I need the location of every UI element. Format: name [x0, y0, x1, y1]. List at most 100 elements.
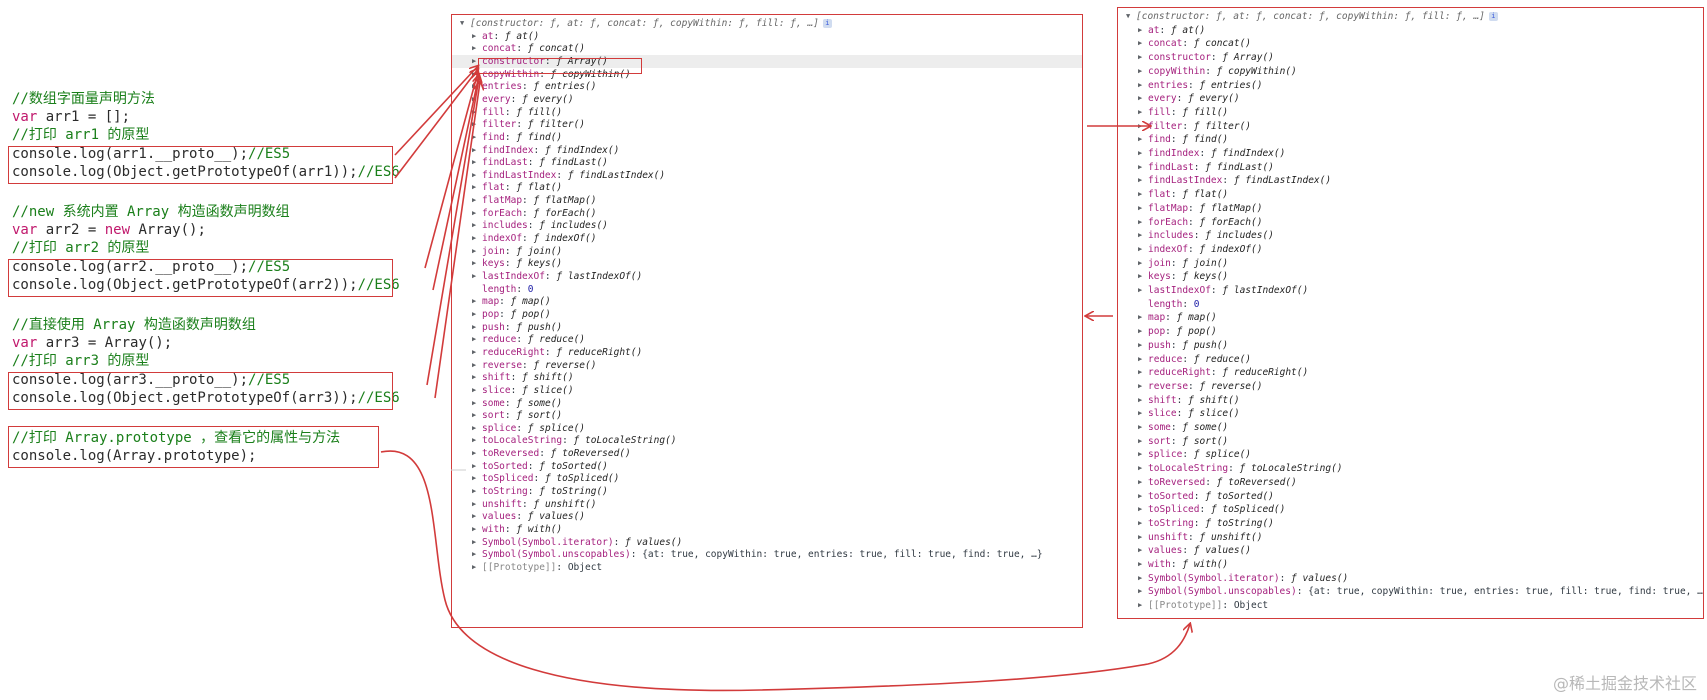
collapse-triangle-icon[interactable]: ▶ [1138, 66, 1143, 75]
collapse-triangle-icon[interactable]: ▶ [1138, 94, 1143, 103]
console-property-row[interactable]: ▶push: ƒ push() [472, 321, 563, 333]
collapse-triangle-icon[interactable]: ▶ [472, 550, 477, 559]
console-property-row[interactable]: ▶join: ƒ join() [472, 245, 563, 257]
collapse-triangle-icon[interactable]: ▶ [472, 525, 477, 533]
collapse-triangle-icon[interactable]: ▶ [1138, 135, 1143, 144]
console-property-row[interactable]: ▶reverse: ƒ reverse() [472, 359, 597, 371]
collapse-triangle-icon[interactable]: ▶ [1138, 532, 1143, 541]
collapse-triangle-icon[interactable]: ▶ [472, 436, 477, 445]
collapse-triangle-icon[interactable]: ▶ [472, 562, 477, 571]
console-property-row[interactable]: ▶join: ƒ join() [1138, 257, 1229, 269]
collapse-triangle-icon[interactable]: ▶ [1138, 423, 1143, 431]
collapse-triangle-icon[interactable]: ▶ [1138, 518, 1143, 527]
console-property-row[interactable]: ▶some: ƒ some() [472, 397, 563, 409]
collapse-triangle-icon[interactable]: ▶ [472, 297, 477, 306]
collapse-triangle-icon[interactable]: ▶ [472, 183, 477, 192]
console-property-row[interactable]: ▶Symbol(Symbol.unscopables): {at: true, … [472, 549, 1043, 561]
console-property-row[interactable]: ▶reverse: ƒ reverse() [1138, 380, 1263, 392]
console-property-row[interactable]: ▶constructor: ƒ Array() [1138, 52, 1274, 64]
console-property-row[interactable]: length: 0 [482, 283, 534, 295]
collapse-triangle-icon[interactable]: ▶ [1138, 327, 1143, 336]
collapse-triangle-icon[interactable]: ▶ [472, 322, 477, 331]
collapse-triangle-icon[interactable]: ▶ [1138, 313, 1143, 322]
collapse-triangle-icon[interactable]: ▶ [472, 449, 477, 458]
collapse-triangle-icon[interactable]: ▶ [1138, 25, 1143, 34]
console-property-row[interactable]: ▶findLast: ƒ findLast() [1138, 161, 1274, 173]
collapse-triangle-icon[interactable]: ▶ [472, 360, 477, 369]
collapse-triangle-icon[interactable]: ▶ [1138, 573, 1143, 582]
collapse-triangle-icon[interactable]: ▶ [472, 487, 477, 496]
console-property-row[interactable]: ▶toLocaleString: ƒ toLocaleString() [472, 435, 677, 447]
console-property-row[interactable]: ▶toReversed: ƒ toReversed() [1138, 476, 1297, 488]
collapse-triangle-icon[interactable]: ▶ [1138, 560, 1143, 568]
console-property-row[interactable]: ▶values: ƒ values() [472, 511, 586, 523]
console-property-row[interactable]: ▶reduce: ƒ reduce() [472, 334, 586, 346]
collapse-triangle-icon[interactable]: ▶ [1138, 190, 1143, 199]
collapse-triangle-icon[interactable]: ▶ [1138, 203, 1143, 212]
console-property-row[interactable]: ▶toString: ƒ toString() [1138, 517, 1274, 529]
console-property-row[interactable]: ▶findIndex: ƒ findIndex() [472, 144, 620, 156]
collapse-triangle-icon[interactable]: ▶ [472, 335, 477, 344]
collapse-triangle-icon[interactable]: ▶ [472, 196, 477, 205]
console-property-row[interactable]: ▶concat: ƒ concat() [1138, 38, 1252, 50]
console-property-row[interactable]: ▶sort: ƒ sort() [472, 410, 563, 422]
collapse-triangle-icon[interactable]: ▶ [472, 423, 477, 432]
console-property-row[interactable]: ▶[[Prototype]]: Object [1138, 600, 1269, 612]
console-property-row[interactable]: ▶find: ƒ find() [1138, 134, 1229, 146]
collapse-triangle-icon[interactable]: ▶ [1138, 368, 1143, 377]
collapse-triangle-icon[interactable]: ▶ [472, 411, 477, 420]
expand-triangle-icon[interactable]: ▼ [460, 19, 465, 27]
console-property-row[interactable]: ▶includes: ƒ includes() [1138, 230, 1274, 242]
console-property-row[interactable]: ▶toSpliced: ƒ toSpliced() [1138, 504, 1286, 516]
console-property-row[interactable]: ▶splice: ƒ splice() [472, 422, 586, 434]
collapse-triangle-icon[interactable]: ▶ [1138, 464, 1143, 473]
collapse-triangle-icon[interactable]: ▶ [1138, 80, 1143, 89]
collapse-triangle-icon[interactable]: ▶ [1138, 546, 1143, 555]
collapse-triangle-icon[interactable]: ▶ [1138, 354, 1143, 363]
collapse-triangle-icon[interactable]: ▶ [472, 373, 477, 382]
collapse-triangle-icon[interactable]: ▶ [472, 385, 477, 394]
info-icon[interactable]: i [1488, 12, 1498, 21]
console-property-row[interactable]: ▶values: ƒ values() [1138, 545, 1252, 557]
console-property-row[interactable]: ▶toString: ƒ toString() [472, 486, 608, 498]
collapse-triangle-icon[interactable]: ▶ [1138, 436, 1143, 445]
console-property-row[interactable]: ▶at: ƒ at() [1138, 24, 1206, 36]
collapse-triangle-icon[interactable]: ▶ [472, 234, 477, 243]
console-property-row[interactable]: ▶slice: ƒ slice() [1138, 408, 1240, 420]
console-property-row[interactable]: ▶toSorted: ƒ toSorted() [1138, 490, 1274, 502]
collapse-triangle-icon[interactable]: ▶ [472, 208, 477, 217]
collapse-triangle-icon[interactable]: ▶ [1138, 162, 1143, 171]
collapse-triangle-icon[interactable]: ▶ [1138, 450, 1143, 459]
console-property-row[interactable]: ▶Symbol(Symbol.iterator): ƒ values() [472, 536, 683, 548]
collapse-triangle-icon[interactable]: ▶ [472, 56, 477, 65]
console-property-row[interactable]: ▶every: ƒ every() [1138, 93, 1240, 105]
collapse-triangle-icon[interactable]: ▶ [472, 31, 477, 40]
console-array-header[interactable]: ▼[constructor: ƒ, at: ƒ, concat: ƒ, copy… [452, 17, 1082, 30]
console-property-row[interactable]: ▶entries: ƒ entries() [1138, 79, 1263, 91]
console-property-row[interactable]: ▶push: ƒ push() [1138, 339, 1229, 351]
info-icon[interactable]: i [822, 19, 832, 28]
console-property-row[interactable]: ▶indexOf: ƒ indexOf() [1138, 243, 1263, 255]
console-property-row[interactable]: ▶copyWithin: ƒ copyWithin() [1138, 65, 1297, 77]
console-property-row[interactable]: ▶findLastIndex: ƒ findLastIndex() [1138, 175, 1332, 187]
console-property-row[interactable]: ▶toLocaleString: ƒ toLocaleString() [1138, 463, 1343, 475]
console-property-row[interactable]: ▶toReversed: ƒ toReversed() [472, 448, 631, 460]
console-property-row[interactable]: ▶toSorted: ƒ toSorted() [472, 460, 608, 472]
console-property-row[interactable]: ▶includes: ƒ includes() [472, 220, 608, 232]
console-property-row[interactable]: ▶pop: ƒ pop() [472, 308, 551, 320]
console-property-row[interactable]: ▶lastIndexOf: ƒ lastIndexOf() [472, 271, 643, 282]
console-property-row[interactable]: length: 0 [1148, 298, 1200, 310]
console-property-row[interactable]: ▶fill: ƒ fill() [1138, 106, 1229, 118]
collapse-triangle-icon[interactable]: ▶ [1138, 217, 1143, 226]
collapse-triangle-icon[interactable]: ▶ [472, 537, 477, 546]
console-property-row[interactable]: ▶reduceRight: ƒ reduceRight() [1138, 367, 1309, 379]
console-property-row[interactable]: ▶keys: ƒ keys() [1138, 271, 1229, 283]
collapse-triangle-icon[interactable]: ▶ [472, 132, 477, 141]
console-property-row[interactable]: ▶[[Prototype]]: Object [472, 561, 603, 573]
console-property-row[interactable]: ▶with: ƒ with() [1138, 559, 1229, 570]
collapse-triangle-icon[interactable]: ▶ [472, 309, 477, 318]
collapse-triangle-icon[interactable]: ▶ [1138, 258, 1143, 267]
console-property-row[interactable]: ▶findIndex: ƒ findIndex() [1138, 148, 1286, 159]
collapse-triangle-icon[interactable]: ▶ [472, 272, 477, 280]
collapse-triangle-icon[interactable]: ▶ [472, 221, 477, 230]
